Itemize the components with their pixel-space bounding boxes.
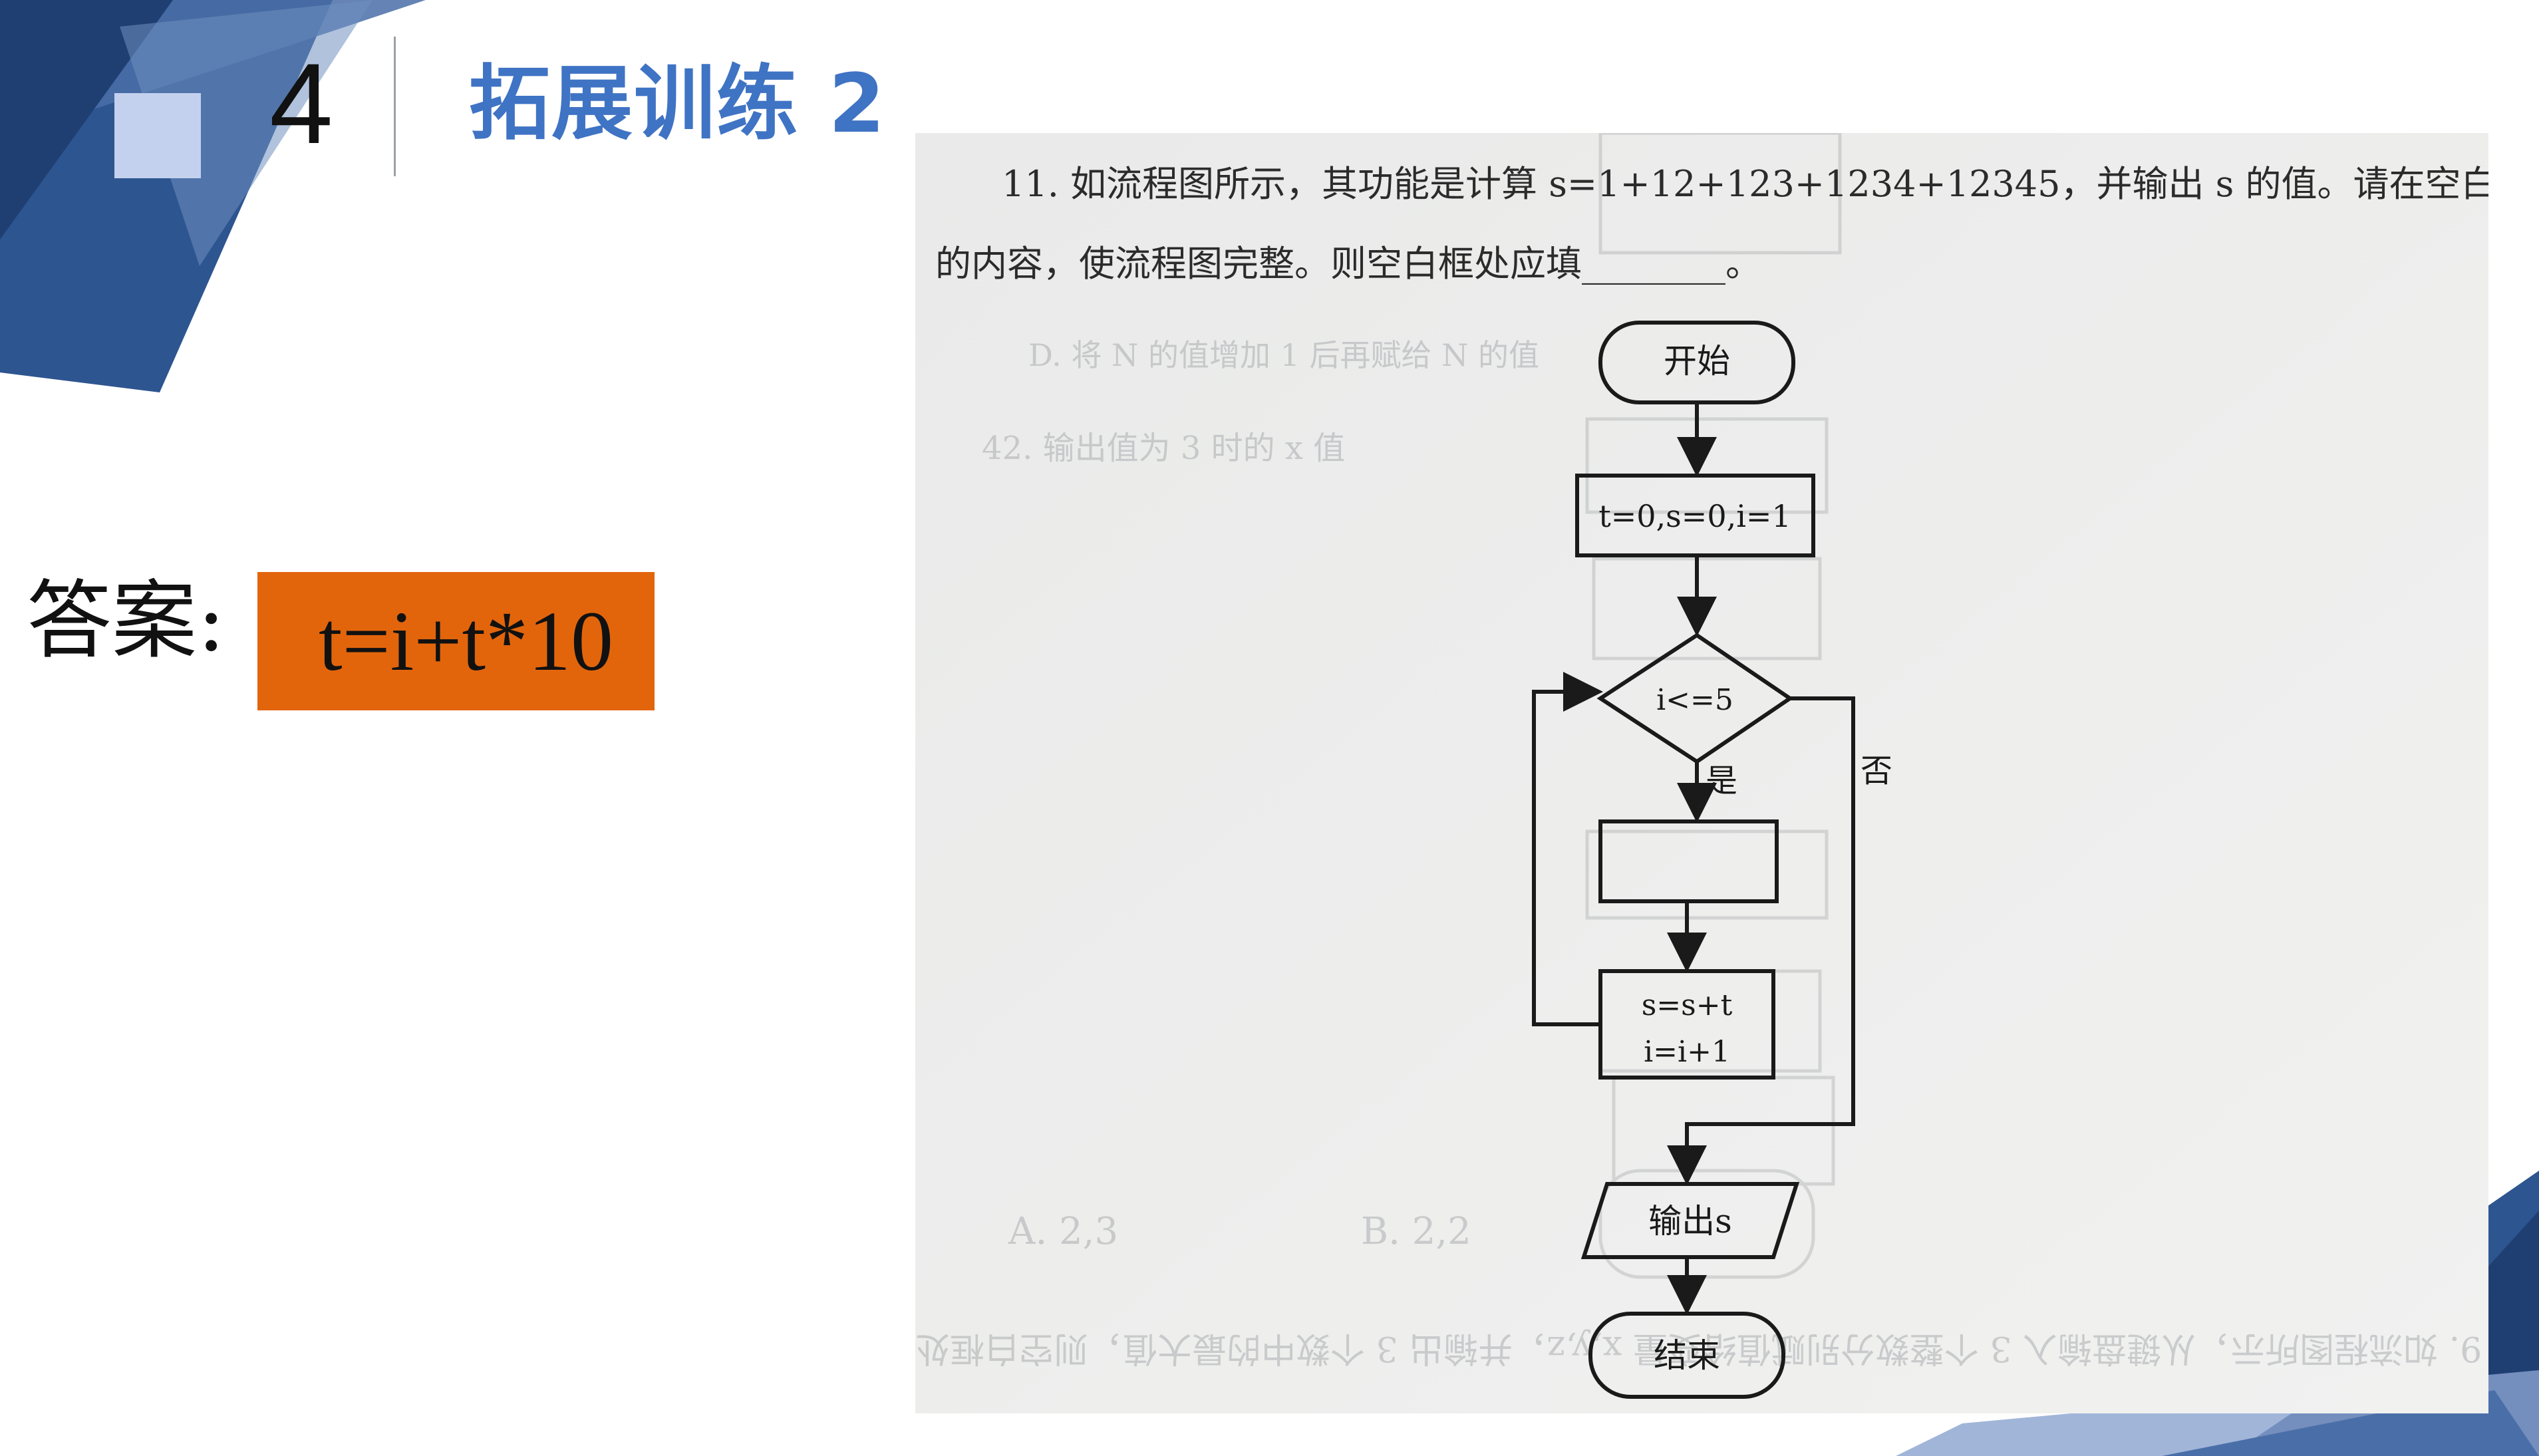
bleed-through-option-b: B. 2,2 xyxy=(1361,1210,1471,1253)
bleed-through-bottom-line: 9. 如流程图所示，从键盘输入 3 个整数分别赋值给变量 x,y,z，并输出 3… xyxy=(915,1328,2482,1368)
init-label: t=0,s=0,i=1 xyxy=(1598,498,1791,534)
paper-background xyxy=(915,133,2488,1413)
corner-decoration-top-left xyxy=(0,0,426,392)
textbook-photo: D. 将 N 的值增加 1 后再赋给 N 的值 42. 输出值为 3 时的 x … xyxy=(915,133,2488,1413)
flowchart-output-parallelogram xyxy=(1580,1182,1800,1259)
answer-value: t=i+t*10 xyxy=(318,593,614,688)
flowchart-photo-svg: D. 将 N 的值增加 1 后再赋给 N 的值 42. 输出值为 3 时的 x … xyxy=(915,133,2488,1413)
start-label: 开始 xyxy=(1664,342,1730,380)
no-label: 否 xyxy=(1861,752,1892,790)
bleed-through-item-42: 42. 输出值为 3 时的 x 值 xyxy=(982,430,1345,467)
arrow-condition-no xyxy=(1667,696,1855,1185)
bleed-through-option-d: D. 将 N 的值增加 1 后再赋给 N 的值 xyxy=(1028,337,1539,373)
arrow-loop-back xyxy=(1532,672,1603,1026)
question-line-1: 11. 如流程图所示，其功能是计算 s=1+12+123+1234+12345，… xyxy=(1002,163,2488,205)
condition-label: i<=5 xyxy=(1656,683,1733,717)
question-line-2: 的内容，使流程图完整。则空白框处应填________。 xyxy=(935,243,1761,285)
end-label: 结束 xyxy=(1654,1336,1720,1375)
yes-label: 是 xyxy=(1706,762,1737,800)
answer-label: 答案: xyxy=(27,571,226,670)
answer-box: t=i+t*10 xyxy=(257,572,655,710)
slide-title: 拓展训练 2 xyxy=(469,57,887,151)
bleed-through-option-a: A. 2,3 xyxy=(1008,1210,1118,1253)
decorative-square xyxy=(114,93,201,178)
output-label: 输出s xyxy=(1648,1202,1732,1240)
update-label-line-2: i=i+1 xyxy=(1644,1035,1730,1069)
flowchart-end-node xyxy=(1588,1312,1785,1399)
slide-number: 4 xyxy=(269,40,333,168)
update-label-line-1: s=s+t xyxy=(1642,988,1733,1022)
title-divider xyxy=(394,37,396,176)
